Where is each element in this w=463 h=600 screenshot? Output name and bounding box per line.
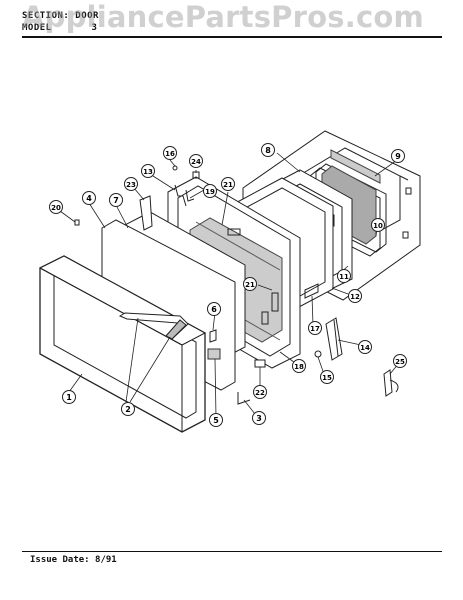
callout-label: 21 — [245, 281, 255, 289]
callout-19: 19 — [203, 184, 217, 198]
callout-18: 18 — [292, 359, 306, 373]
callout-13: 13 — [141, 164, 155, 178]
callout-23: 23 — [124, 177, 138, 191]
callout-label: 14 — [360, 344, 370, 352]
part-spring-19 — [185, 189, 195, 202]
callout-25: 25 — [393, 354, 407, 368]
section-label: SECTION: — [22, 11, 70, 21]
callout-4: 4 — [82, 191, 96, 205]
callout-label: 21 — [223, 181, 233, 189]
leader-lines — [59, 152, 400, 418]
callout-label: 18 — [294, 363, 304, 371]
callout-label: 3 — [256, 414, 262, 423]
callout-label: 1 — [66, 393, 72, 402]
section-header: SECTION: DOOR MODEL 3 — [22, 10, 442, 50]
section-value: DOOR — [75, 11, 99, 21]
part-16 — [172, 165, 178, 171]
part-outer-door-frame — [38, 255, 207, 433]
callout-1: 1 — [62, 390, 76, 404]
callout-markers: 1 2 3 4 5 6 7 8 9 10 11 12 13 14 15 16 1… — [49, 143, 407, 427]
callout-label: 11 — [339, 273, 349, 281]
part-spring-13 — [174, 184, 187, 207]
callout-label: 15 — [322, 374, 332, 382]
part-22 — [254, 359, 266, 368]
callout-label: 6 — [211, 305, 217, 314]
part-handle — [118, 312, 189, 340]
part-20 — [74, 219, 80, 226]
callout-6: 6 — [207, 302, 221, 316]
callout-label: 17 — [310, 325, 320, 333]
callout-label: 20 — [51, 204, 61, 212]
callout-12: 12 — [348, 289, 362, 303]
callout-label: 22 — [255, 389, 265, 397]
callout-21-bottom: 21 — [243, 277, 257, 291]
callout-7: 7 — [109, 193, 123, 207]
callout-17: 17 — [308, 321, 322, 335]
part-bracket-3 — [237, 392, 251, 405]
issue-date-value: 8/91 — [95, 555, 117, 565]
callout-22: 22 — [253, 385, 267, 399]
callout-11: 11 — [337, 269, 351, 283]
callout-label: 24 — [191, 158, 201, 166]
callout-3: 3 — [252, 411, 266, 425]
model-value: 3 — [91, 23, 98, 33]
callout-label: 23 — [126, 181, 136, 189]
callout-label: 4 — [86, 194, 92, 203]
part-17 — [304, 283, 319, 299]
callout-16: 16 — [163, 146, 177, 160]
issue-date: Issue Date: 8/91 — [30, 555, 117, 565]
callout-20: 20 — [49, 200, 63, 214]
part-label-5 — [207, 348, 221, 360]
section-line: SECTION: DOOR — [22, 10, 442, 22]
issue-date-label: Issue Date: — [30, 555, 90, 565]
header-rule — [22, 36, 442, 38]
callout-10: 10 — [371, 218, 385, 232]
callout-15: 15 — [320, 370, 334, 384]
part-hinge-14 — [325, 317, 343, 361]
callout-2: 2 — [121, 402, 135, 416]
callout-label: 12 — [350, 293, 360, 301]
part-bracket-23 — [139, 195, 153, 231]
model-line: MODEL 3 — [22, 22, 442, 34]
callout-14: 14 — [358, 340, 372, 354]
callout-9: 9 — [391, 149, 405, 163]
callout-label: 5 — [213, 416, 219, 425]
callout-label: 10 — [373, 222, 383, 230]
part-clip-6 — [209, 329, 217, 343]
callout-label: 16 — [165, 150, 175, 158]
model-label: MODEL — [22, 23, 52, 33]
callout-label: 8 — [265, 146, 271, 155]
part-hinge-25 — [383, 369, 399, 397]
callout-8: 8 — [261, 143, 275, 157]
callout-label: 7 — [113, 196, 119, 205]
callout-label: 19 — [205, 188, 215, 196]
footer-rule — [22, 551, 442, 552]
callout-label: 25 — [395, 358, 405, 366]
callout-label: 2 — [125, 405, 131, 414]
callout-label: 13 — [143, 168, 153, 176]
callout-label: 9 — [395, 152, 401, 161]
callout-5: 5 — [209, 413, 223, 427]
callout-24: 24 — [189, 154, 203, 168]
part-screw-15 — [314, 350, 322, 358]
callout-21-top: 21 — [221, 177, 235, 191]
